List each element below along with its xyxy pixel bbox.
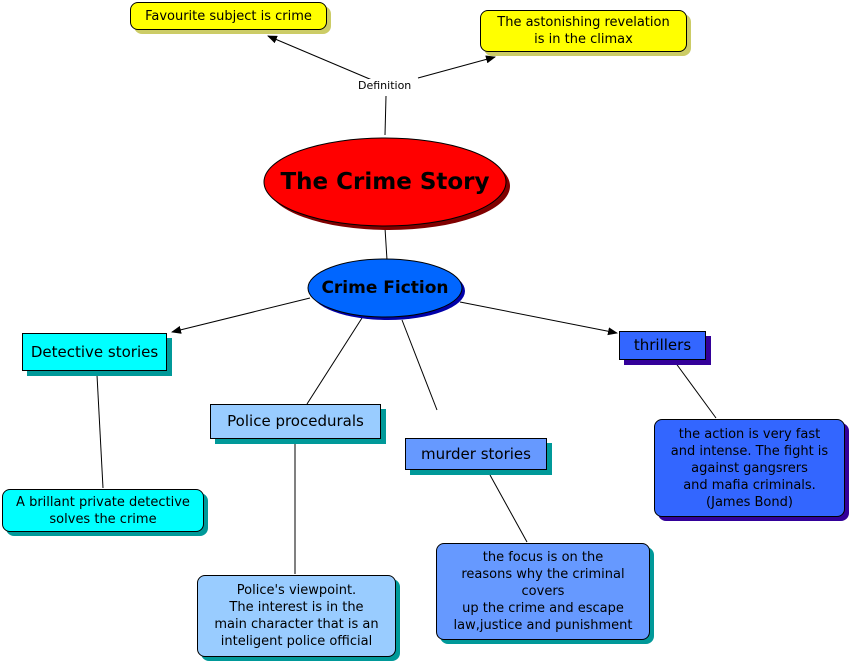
- definition-climax[interactable]: The astonishing revelation is in the cli…: [480, 10, 687, 52]
- definition-crime-subject[interactable]: Favourite subject is crime: [130, 2, 327, 30]
- detail-murder[interactable]: the focus is on the reasons why the crim…: [436, 543, 650, 640]
- node-murder-stories[interactable]: murder stories: [405, 438, 547, 470]
- detail-detective[interactable]: A brillant private detective solves the …: [2, 489, 204, 532]
- fiction-node-shape: [307, 258, 463, 318]
- node-thrillers[interactable]: thrillers: [619, 331, 706, 360]
- detail-thrillers[interactable]: the action is very fast and intense. The…: [654, 419, 845, 517]
- detail-police[interactable]: Police's viewpoint. The interest is in t…: [197, 575, 396, 657]
- root-node-crime-story[interactable]: The Crime Story: [280, 168, 490, 195]
- root-node-shape: [263, 137, 507, 227]
- node-crime-fiction[interactable]: Crime Fiction: [321, 277, 449, 298]
- node-police-procedurals[interactable]: Police procedurals: [210, 404, 381, 439]
- node-detective-stories[interactable]: Detective stories: [22, 333, 167, 371]
- definition-link-label: Definition: [356, 79, 414, 92]
